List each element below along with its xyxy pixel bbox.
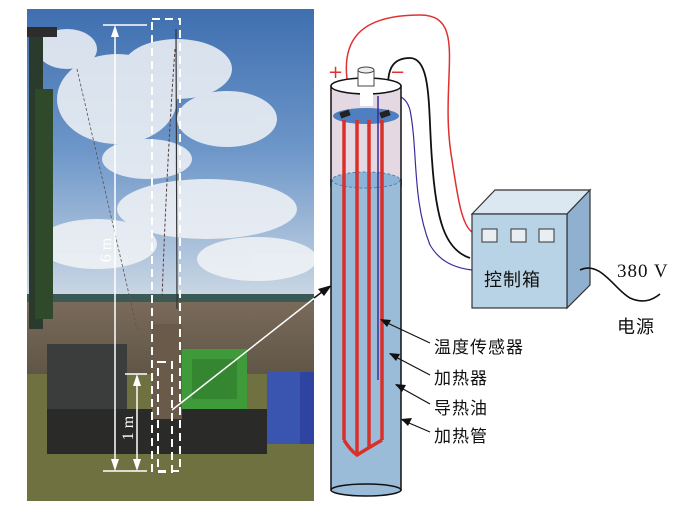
callout-heater: 加热器 — [434, 369, 488, 389]
voltage-label: 380 V — [617, 261, 669, 282]
negative-wire — [387, 57, 471, 259]
callout-temperature-sensor: 温度传感器 — [434, 338, 524, 358]
control-box-meters — [481, 228, 555, 243]
positive-terminal-label: + — [328, 62, 345, 83]
photo-scene — [27, 9, 314, 501]
heated-section-dashed — [157, 361, 173, 473]
heating-pipe-body — [330, 179, 402, 491]
horizon-water — [27, 294, 314, 302]
blue-barrel — [267, 372, 300, 444]
field-photo: 6 m 1 m — [27, 9, 314, 501]
heater-rods — [342, 120, 384, 458]
zoom-leader-line — [171, 288, 327, 411]
negative-terminal-label: − — [390, 62, 407, 83]
pipe-bottom — [330, 483, 402, 497]
oil-surface — [331, 171, 401, 189]
callout-heating-pipe: 加热管 — [434, 427, 488, 447]
drill-machine-body — [47, 344, 127, 414]
control-box-front — [471, 213, 568, 309]
drill-chain — [35, 89, 53, 319]
positive-wire — [345, 14, 473, 233]
power-source-label: 电源 — [617, 317, 655, 338]
power-cord — [579, 267, 661, 302]
clouds — [37, 29, 314, 281]
control-box-label: 控制箱 — [484, 270, 541, 291]
callout-heat-transfer-oil: 导热油 — [434, 399, 488, 419]
